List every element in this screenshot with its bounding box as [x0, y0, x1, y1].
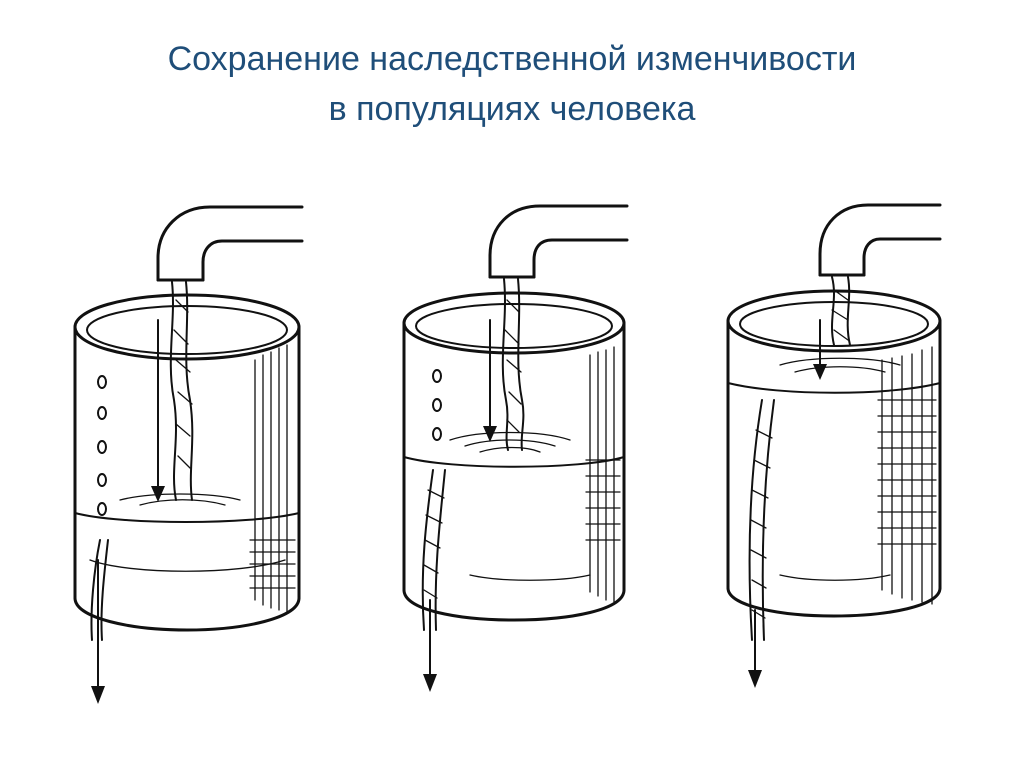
outflow-middle: [423, 470, 445, 692]
faucet-left: [158, 207, 302, 280]
stream-left: [171, 282, 193, 500]
vessel-left: [75, 207, 302, 704]
outflow-right: [748, 400, 774, 688]
title-line-2: в популяциях человека: [0, 84, 1024, 134]
stream-right: [832, 277, 850, 345]
title-line-1: Сохранение наследственной изменчивости: [0, 34, 1024, 84]
outflow-left: [91, 540, 108, 704]
faucet-middle: [490, 206, 627, 277]
slide-title: Сохранение наследственной изменчивости в…: [0, 34, 1024, 134]
vessel-middle: [404, 206, 627, 692]
water-level-middle: [404, 433, 624, 467]
drain-holes-middle: [433, 370, 441, 440]
drain-holes-left: [98, 376, 106, 515]
water-level-right: [728, 358, 940, 393]
inflow-arrow-middle: [483, 320, 497, 442]
faucet-right: [820, 205, 940, 275]
inflow-arrow-left: [151, 320, 165, 502]
vessel-right: [728, 205, 940, 688]
water-level-left: [75, 494, 299, 522]
